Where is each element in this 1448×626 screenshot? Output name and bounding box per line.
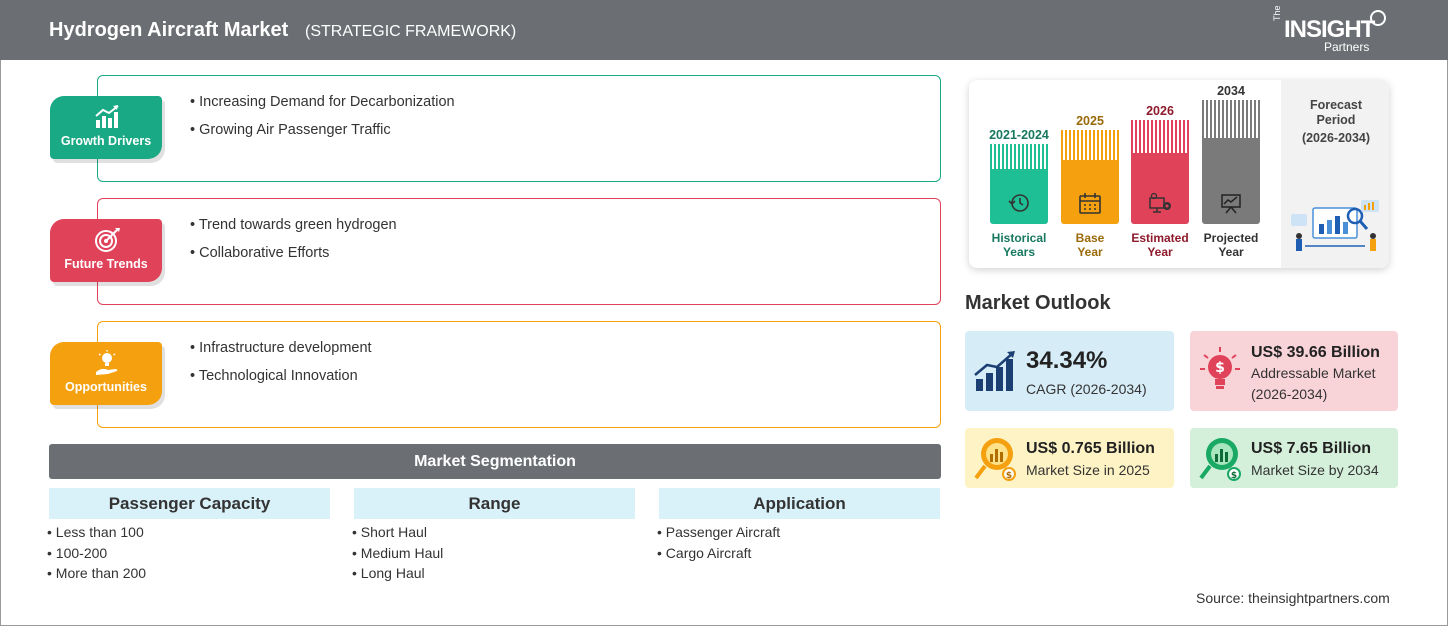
list-item: Infrastructure development (190, 340, 371, 356)
addressable-market-box: $ US$ 39.66 Billion Addressable Market (… (1190, 331, 1398, 411)
estimated-year-stripes (1131, 120, 1189, 153)
base-year-caption-line1: Base (1075, 231, 1105, 245)
growth-drivers-card: Increasing Demand for Decarbonization Gr… (97, 75, 941, 182)
market-size-2025-label: Market Size in 2025 (1026, 462, 1150, 478)
forecast-line3: (2026-2034) (1301, 131, 1371, 145)
projected-year-bar (1202, 138, 1260, 224)
segmentation-title: Market Segmentation (49, 444, 941, 479)
lightbulb-hand-icon (96, 350, 118, 375)
cagr-value: 34.34% (1026, 347, 1108, 374)
forecast-line2: Period (1316, 113, 1356, 127)
future-trends-badge[interactable]: Future Trends (50, 219, 162, 282)
growth-drivers-label: Growth Drivers (60, 134, 152, 148)
list-item: Growing Air Passenger Traffic (190, 122, 455, 138)
svg-text:$: $ (1231, 471, 1237, 481)
list-item: Trend towards green hydrogen (190, 217, 397, 233)
future-trends-list: Trend towards green hydrogen Collaborati… (190, 217, 397, 273)
historical-year-label: 2021-2024 (989, 128, 1049, 142)
application-list: Passenger Aircraft Cargo Aircraft (657, 524, 780, 565)
logo-ring-icon (1370, 10, 1386, 26)
growth-drivers-badge[interactable]: Growth Drivers (50, 96, 162, 159)
market-size-2025-value: US$ 0.765 Billion (1026, 440, 1155, 457)
opportunities-badge[interactable]: Opportunities (50, 342, 162, 405)
opportunities-label: Opportunities (65, 380, 147, 394)
list-item: Cargo Aircraft (657, 545, 780, 566)
growth-drivers-list: Increasing Demand for Decarbonization Gr… (190, 94, 455, 150)
calendar-icon (1079, 193, 1101, 214)
list-item: More than 200 (47, 565, 146, 586)
base-year-label: 2025 (1076, 114, 1104, 128)
addressable-market-period: (2026-2034) (1251, 386, 1328, 402)
estimated-year-caption-line1: Estimated (1131, 231, 1189, 245)
list-item: Passenger Aircraft (657, 524, 780, 545)
base-year-stripes (1061, 130, 1119, 160)
list-item: Collaborative Efforts (190, 245, 397, 261)
projected-year-caption-line1: Projected (1203, 231, 1259, 245)
source-link[interactable]: Source: theinsightpartners.com (1196, 590, 1390, 606)
cagr-label: CAGR (2026-2034) (1026, 381, 1147, 397)
historical-bar (990, 169, 1048, 224)
page-title: Hydrogen Aircraft Market (49, 19, 289, 41)
list-item: Medium Haul (352, 545, 443, 566)
list-item: Technological Innovation (190, 368, 372, 384)
estimated-year-caption-line2: Year (1147, 245, 1173, 259)
svg-text:$: $ (1006, 471, 1012, 481)
logo-the: The (1272, 5, 1282, 21)
forecast-period-panel (1281, 80, 1389, 268)
history-clock-icon (1008, 194, 1029, 212)
market-size-2034-label: Market Size by 2034 (1251, 462, 1379, 478)
list-item: Less than 100 (47, 524, 146, 545)
base-year-caption-line2: Year (1077, 245, 1103, 259)
logo-partners: Partners (1324, 40, 1370, 54)
target-icon (95, 228, 120, 252)
projected-year-label: 2034 (1217, 84, 1245, 98)
list-item: Increasing Demand for Decarbonization (190, 94, 455, 110)
projected-year-caption-line2: Year (1218, 245, 1244, 259)
cagr-box: 34.34% CAGR (2026-2034) (965, 331, 1174, 411)
future-trends-label: Future Trends (64, 257, 148, 271)
historical-caption-line2: Years (1002, 245, 1036, 259)
list-item: Long Haul (352, 565, 443, 586)
magnifier-chart-icon: $ (974, 438, 1016, 481)
page-subtitle: (STRATEGIC FRAMEWORK) (305, 23, 517, 40)
forecast-line1: Forecast (1309, 98, 1363, 112)
projected-year-stripes (1202, 100, 1260, 138)
opportunities-list: Infrastructure development Technological… (190, 340, 372, 396)
market-size-2034-box: $ US$ 7.65 Billion Market Size by 2034 (1190, 428, 1398, 488)
presentation-chart-icon (1221, 194, 1241, 214)
market-size-2025-box: $ US$ 0.765 Billion Market Size in 2025 (965, 428, 1174, 488)
estimated-year-label: 2026 (1146, 104, 1174, 118)
range-list: Short Haul Medium Haul Long Haul (352, 524, 443, 586)
logo-insight: INSIGHT (1284, 16, 1375, 43)
addressable-market-label: Addressable Market (1251, 365, 1376, 381)
dollar-bulb-icon: $ (1200, 347, 1240, 389)
segment-heading-passenger-capacity: Passenger Capacity (49, 488, 330, 519)
svg-text:$: $ (1215, 360, 1225, 376)
segment-heading-range: Range (354, 488, 635, 519)
passenger-capacity-list: Less than 100 100-200 More than 200 (47, 524, 146, 586)
list-item: Short Haul (352, 524, 443, 545)
market-outlook-title: Market Outlook (965, 292, 1111, 314)
market-size-2034-value: US$ 7.65 Billion (1251, 440, 1372, 457)
historical-caption-line1: Historical (991, 231, 1047, 245)
insight-partners-logo[interactable]: The INSIGHT Partners (1272, 5, 1392, 54)
header-bar: Hydrogen Aircraft Market (STRATEGIC FRAM… (0, 0, 1448, 60)
historical-stripes (990, 144, 1048, 169)
segment-heading-application: Application (659, 488, 940, 519)
addressable-market-value: US$ 39.66 Billion (1251, 344, 1380, 361)
future-trends-card: Trend towards green hydrogen Collaborati… (97, 198, 941, 305)
gears-monitor-icon (1149, 192, 1171, 213)
list-item: 100-200 (47, 545, 146, 566)
growth-chart-icon (95, 105, 119, 128)
opportunities-card: Infrastructure development Technological… (97, 321, 941, 428)
magnifier-chart-icon: $ (1199, 438, 1241, 481)
forecast-period-text: Forecast Period (2026-2034) (1290, 98, 1382, 146)
rising-bars-icon (974, 351, 1015, 391)
analytics-illustration-icon (1291, 200, 1379, 251)
